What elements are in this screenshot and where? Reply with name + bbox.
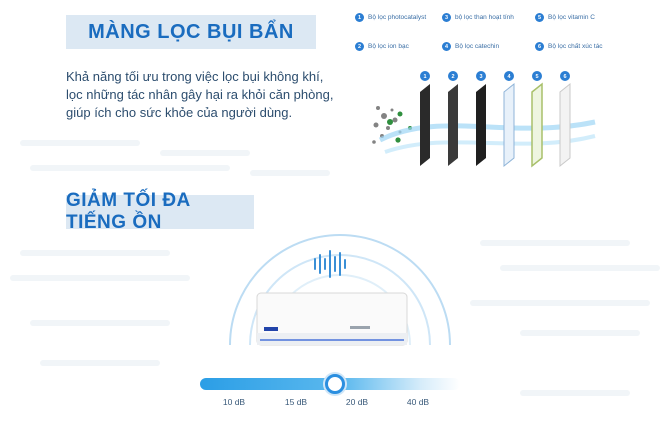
legend-number: 4 [442,42,451,51]
section-title-filter: MÀNG LỌC BỤI BẨN [66,15,316,49]
section-title-noise: GIẢM TỐI ĐA TIẾNG ỒN [66,190,254,233]
filter-layer-1 [420,84,430,166]
filter-layer-3 [476,84,486,166]
legend-number: 2 [355,42,364,51]
legend-item: 5 Bộ lọc vitamin C [535,13,595,22]
filter-layer-4 [503,82,515,168]
layer-marker-3: 3 [479,74,482,80]
tick-label-20db: 20 dB [345,397,369,407]
layer-marker-1: 1 [423,74,426,80]
tick-label-40db: 40 dB [406,397,430,407]
brand-logo-left [264,327,278,331]
legend-label: Bộ lọc photocatalyst [368,14,427,21]
legend-label: Bộ lọc ion bạc [368,43,409,50]
air-conditioner-illustration [229,234,451,346]
legend-item: 6 Bộ lọc chất xúc tác [535,42,603,51]
legend-item: 1 Bộ lọc photocatalyst [355,13,426,22]
air-conditioner-unit [256,292,408,346]
legend-item: 2 Bộ lọc ion bạc [355,42,409,51]
legend-number: 6 [535,42,544,51]
slider-knob[interactable] [325,374,346,394]
layer-markers: 1 2 3 4 5 6 [420,71,570,81]
legend-label: Bộ lọc chất xúc tác [548,43,603,50]
layer-marker-4: 4 [507,74,511,80]
layer-marker-5: 5 [535,74,538,80]
filter-layer-6 [559,82,571,168]
layer-marker-6: 6 [563,74,566,80]
sound-icon [314,250,346,278]
noise-level-slider[interactable] [200,374,460,394]
legend-item: 4 Bộ lọc catechin [442,42,499,51]
filter-layers-illustration: 1 2 3 4 5 6 [372,71,596,168]
filter-layer-5 [531,82,543,168]
layer-marker-2: 2 [451,74,454,80]
brand-logo [350,326,370,329]
legend-label: Bộ lọc catechin [455,43,500,50]
tick-label-15db: 15 dB [284,397,308,407]
legend-number: 3 [442,13,451,22]
filter-description: Khả năng tối ưu trong việc lọc bụi không… [66,69,334,120]
tick-label-10db: 10 dB [222,397,246,407]
legend-item: 3 bộ lọc than hoạt tính [442,13,514,22]
legend-number: 1 [355,13,364,22]
legend-label: bộ lọc than hoạt tính [455,14,514,21]
legend-number: 5 [535,13,544,22]
legend-label: Bộ lọc vitamin C [548,14,595,21]
filter-layer-2 [448,84,458,166]
